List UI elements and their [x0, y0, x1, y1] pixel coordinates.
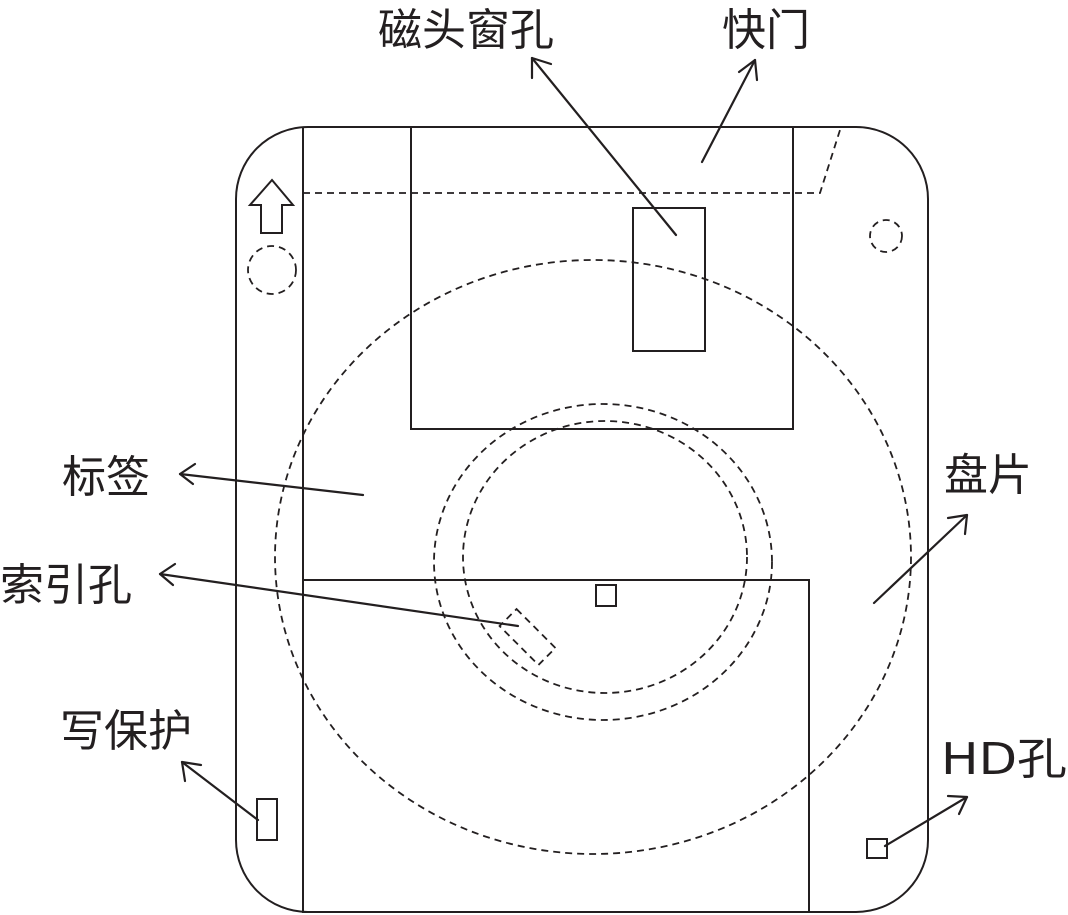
- shutter-plate: [410, 126, 794, 430]
- label-head-window: 磁头窗孔: [378, 5, 554, 56]
- label-shutter: 快门: [722, 5, 810, 56]
- label-write-protect: 写保护: [60, 706, 192, 757]
- index-hole-arrow: [158, 562, 520, 628]
- center-spindle-slot: [595, 584, 617, 607]
- write-protect-slot: [256, 798, 278, 841]
- disk-arrow: [872, 513, 969, 605]
- label-disk: 盘片: [944, 450, 1032, 501]
- disk-casing: [235, 126, 929, 913]
- alignment-hole-left: [247, 245, 297, 295]
- label-label: 标签: [62, 452, 150, 503]
- hub-outer-ring: [433, 403, 773, 721]
- index-hole-slot: [498, 607, 557, 667]
- alignment-hole-right: [869, 219, 903, 253]
- hub-inner-ring: [462, 420, 748, 694]
- disk-platter-outline: [274, 259, 912, 855]
- shutter-track-dashed: [303, 129, 841, 194]
- insert-direction-arrow-icon: [247, 178, 296, 234]
- head-window: [632, 207, 706, 352]
- write-protect-arrow: [180, 760, 260, 822]
- hd-hole-slot: [866, 838, 888, 859]
- label-hd-hole: HD孔: [941, 734, 1067, 785]
- label-arrow: [178, 462, 365, 497]
- shutter-arrow: [700, 58, 759, 164]
- label-index-hole: 索引孔: [0, 560, 132, 611]
- label-area: [302, 579, 810, 913]
- head-window-arrow: [530, 56, 678, 237]
- hd-hole-arrow: [883, 794, 969, 848]
